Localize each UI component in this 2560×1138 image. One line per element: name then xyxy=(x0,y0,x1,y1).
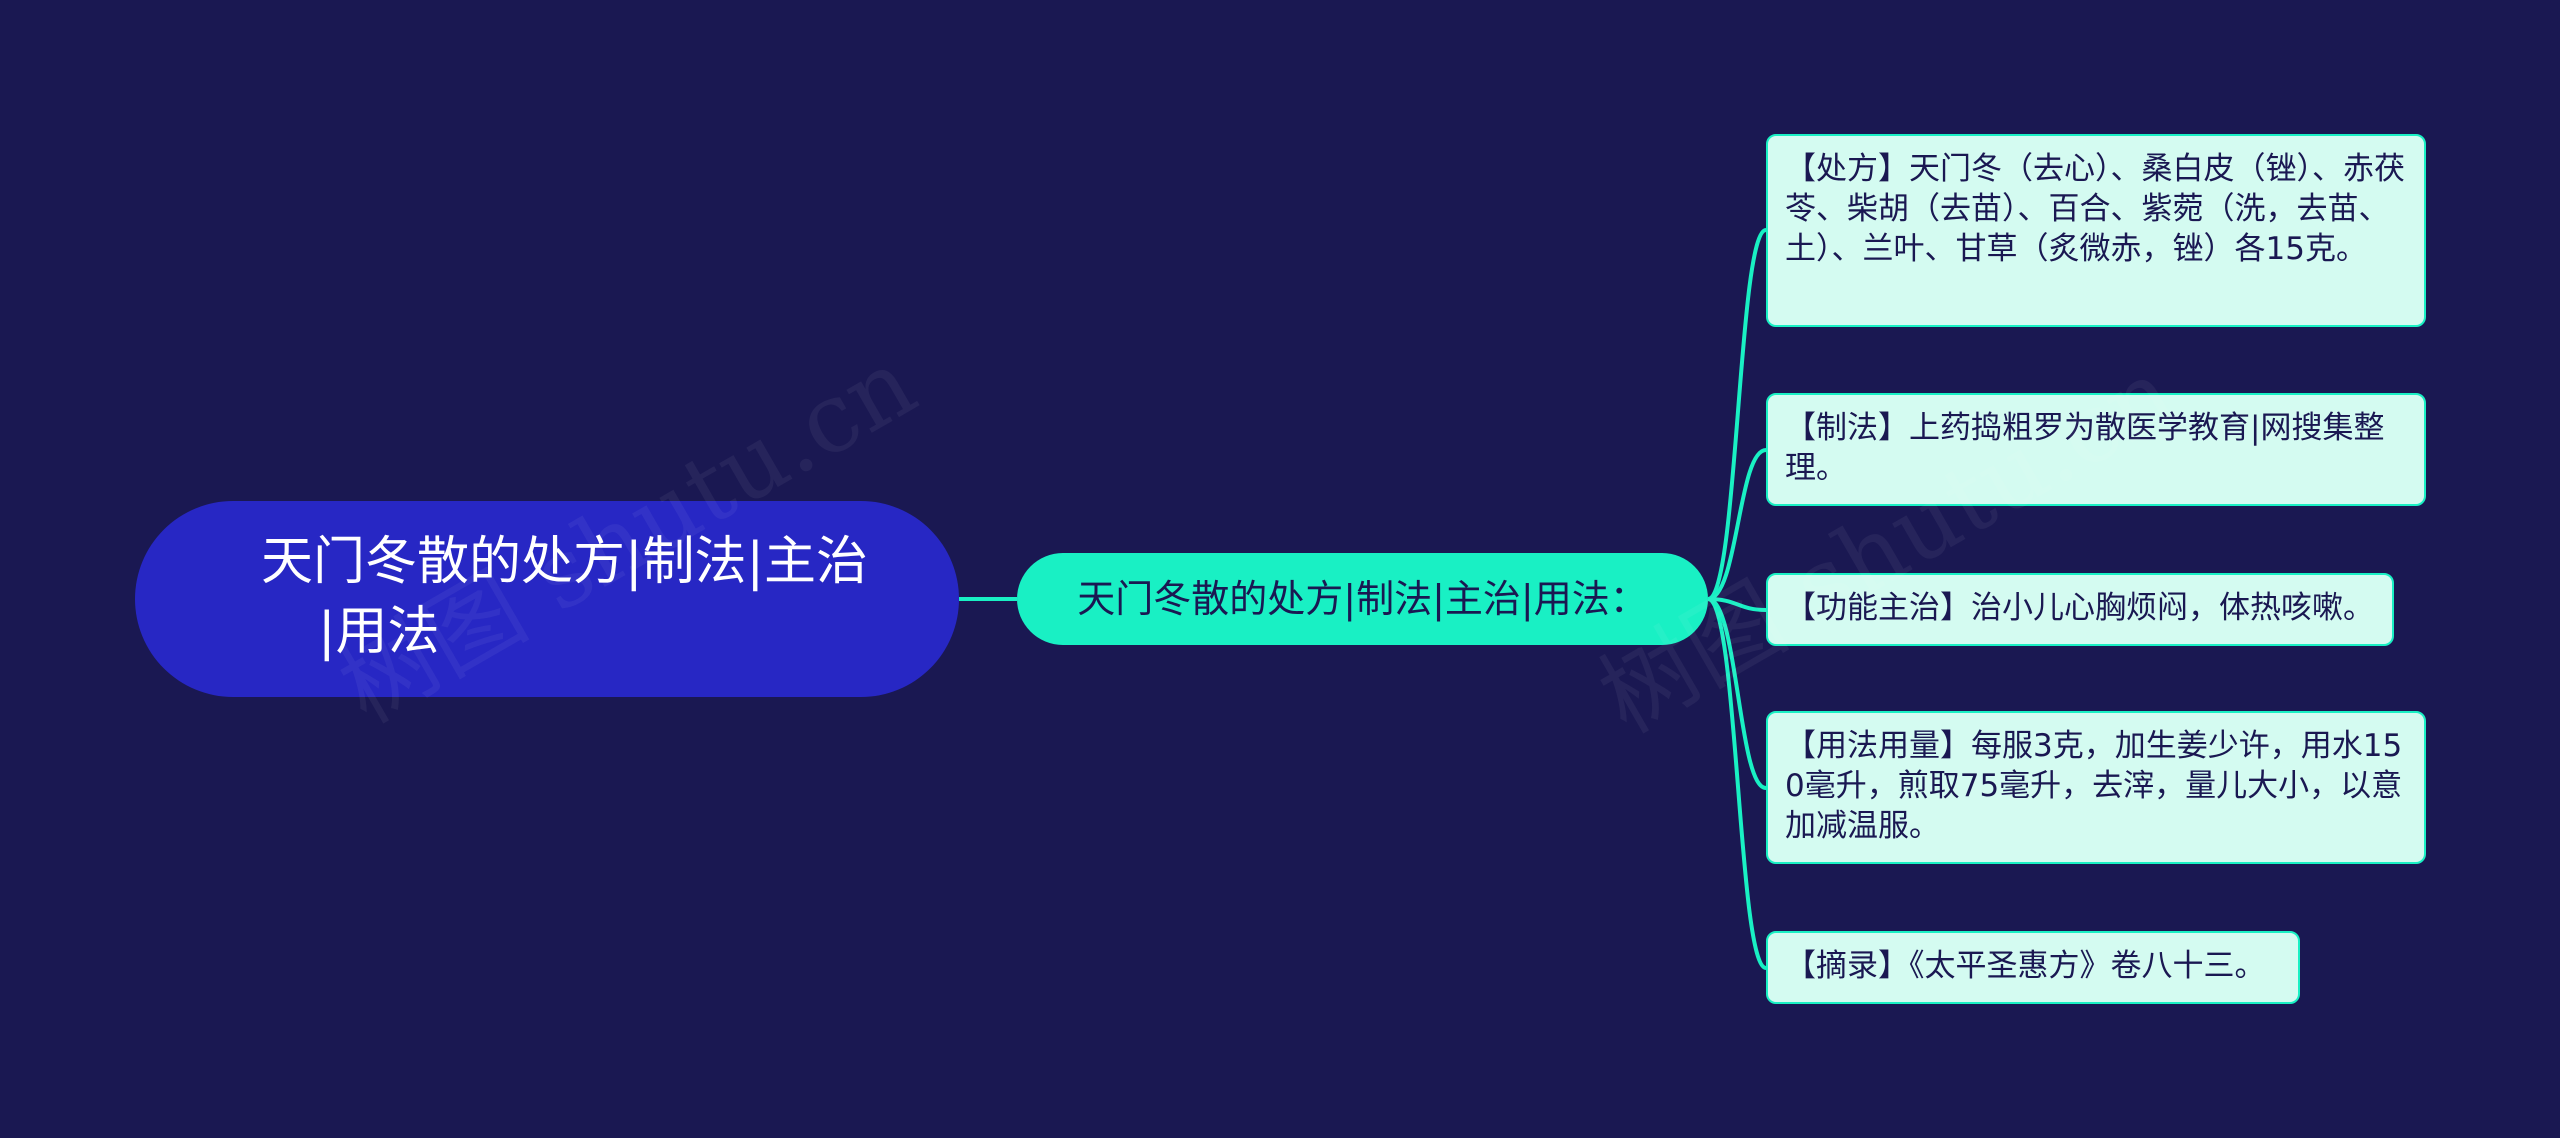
leaf-topic-preparation[interactable]: 【制法】上药捣粗罗为散医学教育|网搜集整理。 xyxy=(1766,393,2426,506)
leaf-topic-source[interactable]: 【摘录】《太平圣惠方》卷八十三。 xyxy=(1766,931,2300,1004)
branch-to-leaf-connector xyxy=(1707,448,1767,601)
leaf-topic-text: 【功能主治】治小儿心胸烦闷，体热咳嗽。 xyxy=(1785,590,2374,626)
branch-topic-label: 天门冬散的处方|制法|主治|用法： xyxy=(1077,577,1648,621)
root-topic-node[interactable]: 天门冬散的处方|制法|主治 |用法 xyxy=(135,501,959,697)
leaf-topic-indications[interactable]: 【功能主治】治小儿心胸烦闷，体热咳嗽。 xyxy=(1766,573,2394,646)
branch-topic-node[interactable]: 天门冬散的处方|制法|主治|用法： xyxy=(1017,553,1708,645)
leaf-topic-dosage[interactable]: 【用法用量】每服3克，加生姜少许，用水150毫升，煎取75毫升，去滓，量儿大小，… xyxy=(1766,711,2426,864)
branch-to-leaf-connector xyxy=(1707,228,1768,601)
leaf-topic-prescription[interactable]: 【处方】天门冬（去心）、桑白皮（锉）、赤茯苓、柴胡（去苗）、百合、紫菀（洗，去苗… xyxy=(1766,134,2426,327)
leaf-topic-text: 【制法】上药捣粗罗为散医学教育|网搜集整理。 xyxy=(1785,410,2385,486)
leaf-topic-text: 【处方】天门冬（去心）、桑白皮（锉）、赤茯苓、柴胡（去苗）、百合、紫菀（洗，去苗… xyxy=(1785,151,2405,267)
root-topic-line: |用法 xyxy=(318,602,440,662)
branch-to-leaf-connector xyxy=(1707,597,1767,790)
leaf-topic-text: 【用法用量】每服3克，加生姜少许，用水150毫升，煎取75毫升，去滓，量儿大小，… xyxy=(1785,728,2403,844)
root-topic-line: 天门冬散的处方|制法|主治 xyxy=(260,532,869,592)
branch-to-leaf-connector xyxy=(1707,597,1767,612)
branch-to-leaf-connector xyxy=(1707,597,1768,970)
leaf-topic-text: 【摘录】《太平圣惠方》卷八十三。 xyxy=(1785,948,2266,984)
